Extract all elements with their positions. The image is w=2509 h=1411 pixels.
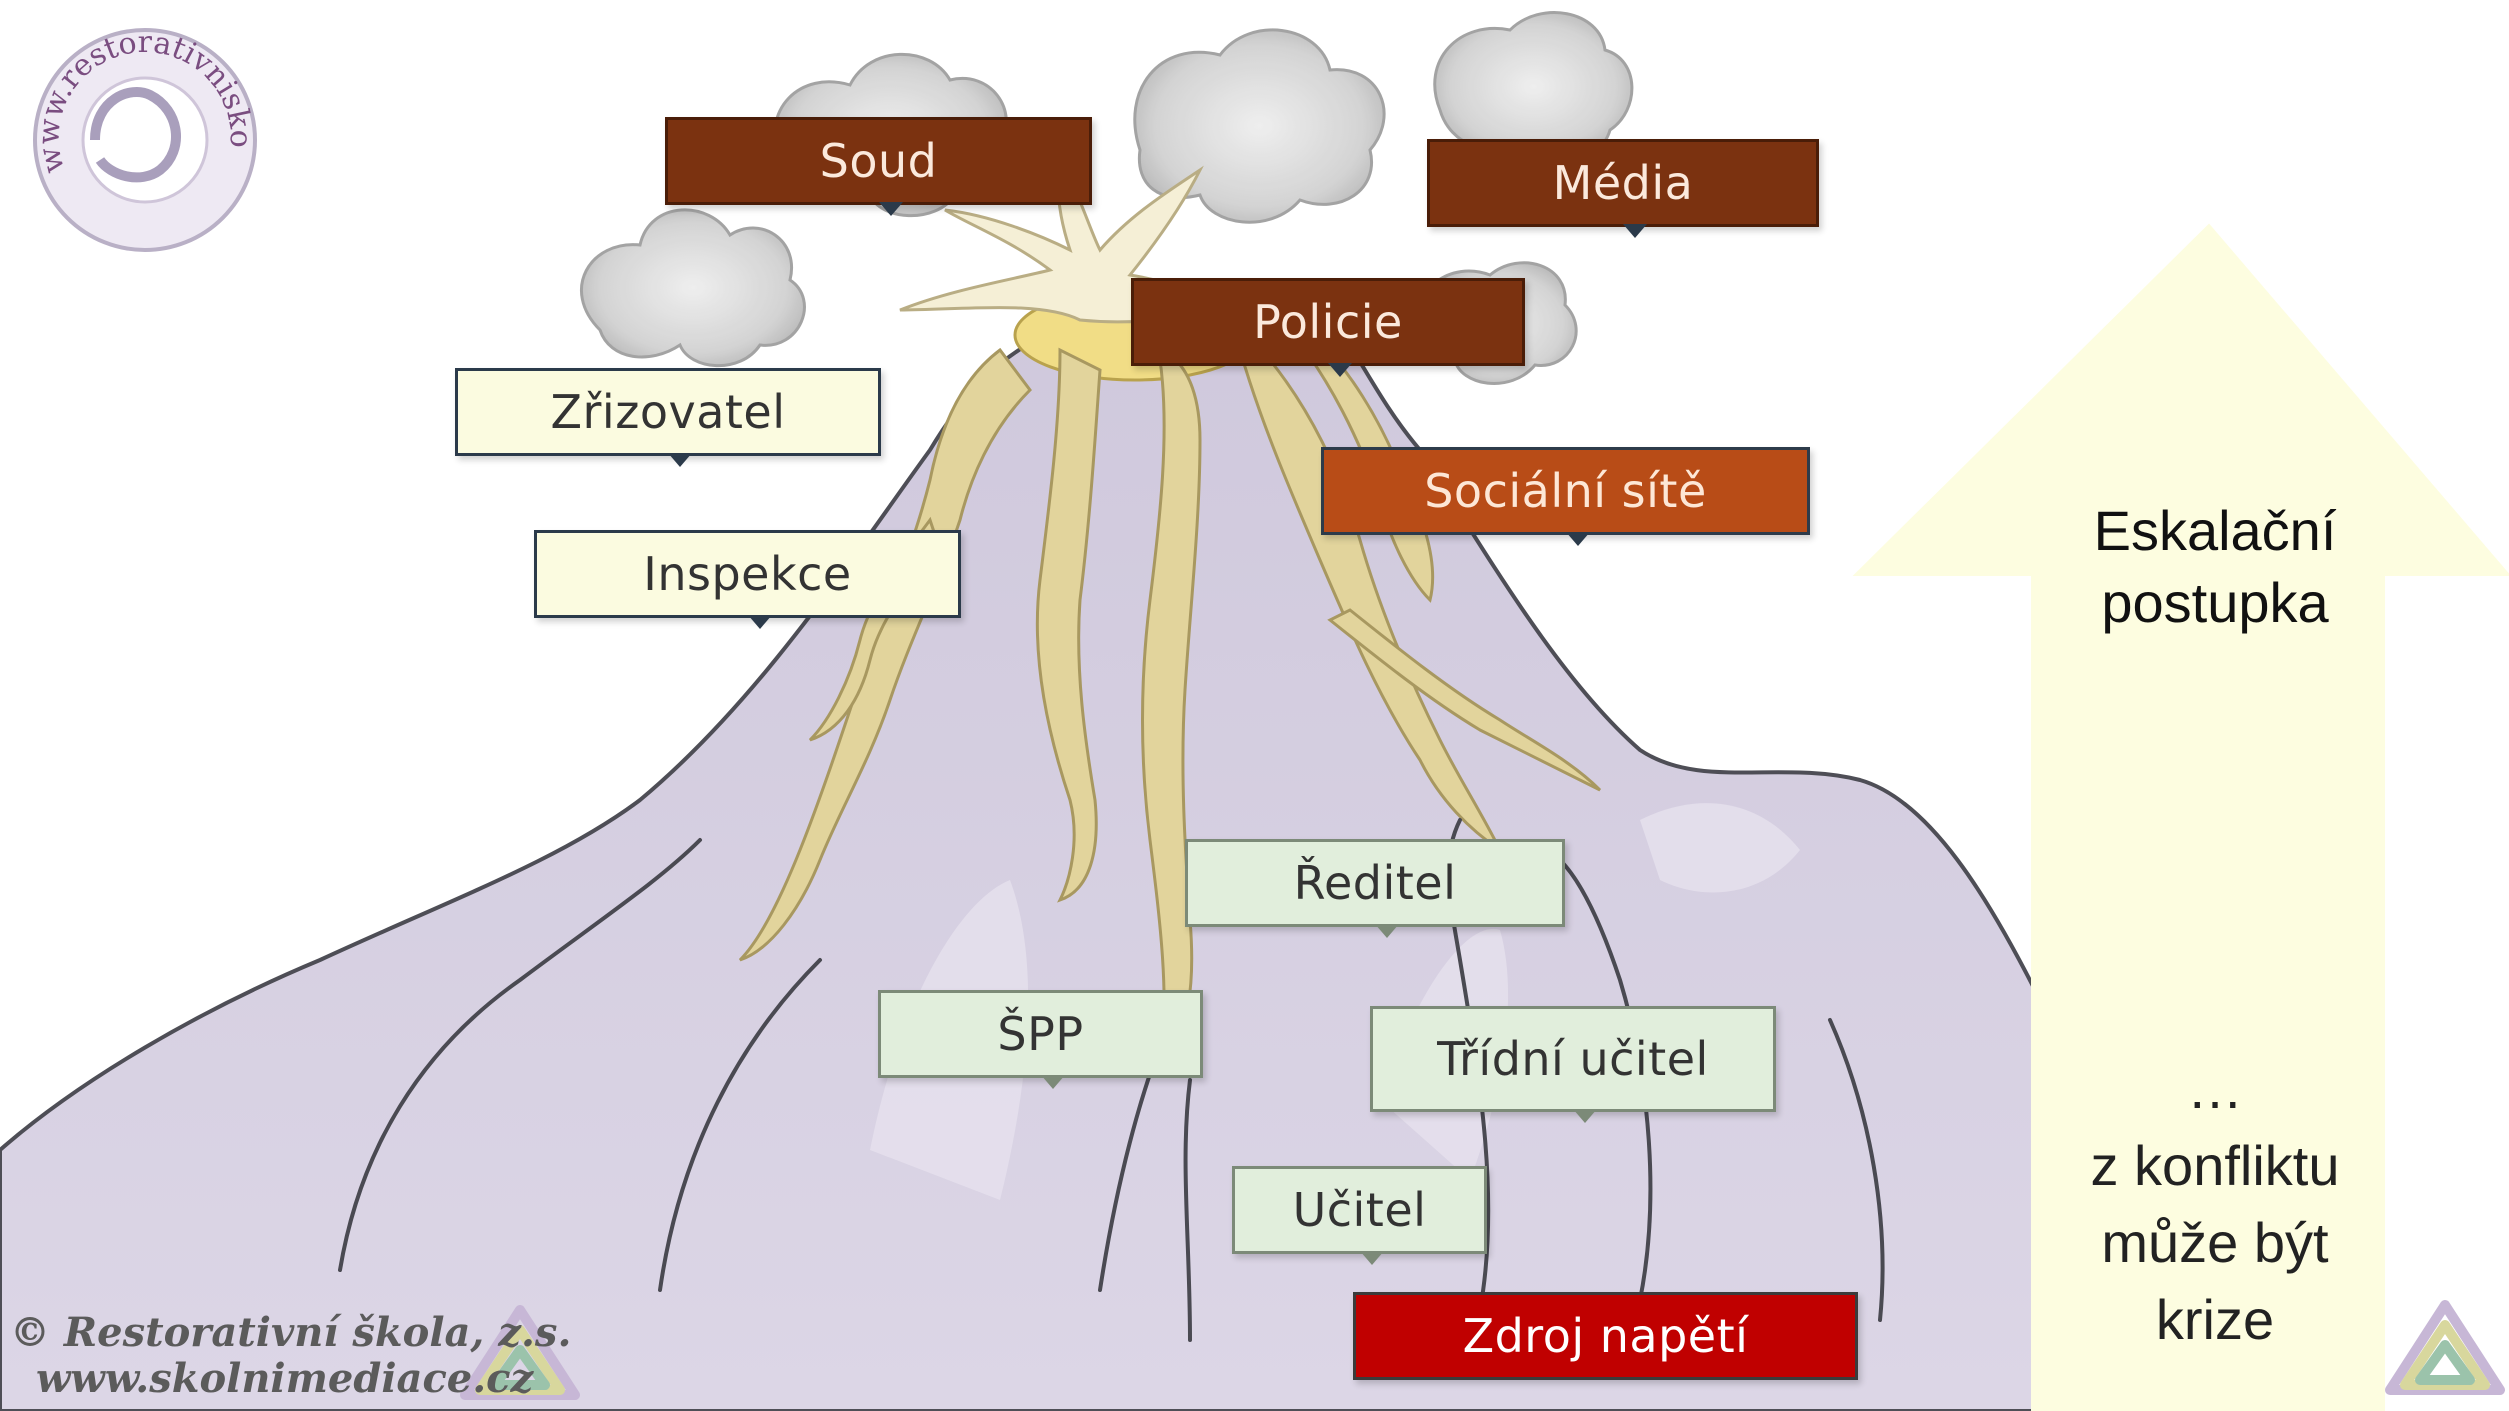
copyright-line1: © Restorativní škola, z.s.	[10, 1309, 572, 1356]
label-zrizovatel: Zřizovatel	[455, 368, 881, 467]
label-policie-text: Policie	[1253, 295, 1403, 349]
arrow-bottom-line1: …	[2187, 1057, 2243, 1120]
label-socialni-site: Sociální sítě	[1321, 447, 1810, 546]
triangle-logo-bottom-left	[460, 1305, 580, 1400]
label-ucitel: Učitel	[1232, 1166, 1487, 1265]
label-soud: Soud	[665, 117, 1092, 216]
label-reditel: Ředitel	[1185, 839, 1565, 938]
label-media-text: Média	[1552, 156, 1694, 210]
label-socialni-site-text: Sociální sítě	[1424, 464, 1707, 518]
label-spp: ŠPP	[878, 990, 1203, 1089]
volcano-cracks	[338, 818, 1885, 1342]
arrow-bottom-text: … z konfliktu může být krize	[2050, 1050, 2380, 1358]
label-inspekce-text: Inspekce	[643, 547, 852, 601]
label-policie: Policie	[1131, 278, 1525, 377]
label-spp-text: ŠPP	[997, 1007, 1084, 1061]
label-tridni-ucitel-text: Třídní učitel	[1437, 1032, 1709, 1086]
arrow-title-line2: postupka	[2101, 571, 2329, 634]
logo-ring: www.restorativniskola.cz	[0, 0, 258, 252]
label-media: Média	[1427, 139, 1819, 238]
label-ucitel-text: Učitel	[1292, 1183, 1427, 1237]
copyright: © Restorativní škola, z.s. www.skolnimed…	[10, 1310, 571, 1402]
label-zdroj-napeti-text: Zdroj napětí	[1462, 1309, 1749, 1363]
arrow-bottom-line3: může být	[2101, 1211, 2329, 1274]
copyright-line2: www.skolnimediace.cz	[36, 1355, 534, 1402]
arrow-title: Eskalační postupka	[2080, 495, 2350, 639]
arrow-bottom-line2: z konfliktu	[2090, 1134, 2340, 1197]
label-inspekce: Inspekce	[534, 530, 961, 629]
label-reditel-text: Ředitel	[1293, 856, 1457, 910]
triangle-logo-bottom-right	[2385, 1300, 2505, 1395]
escalation-arrow	[1852, 223, 2509, 1411]
label-zrizovatel-text: Zřizovatel	[550, 385, 786, 439]
label-tridni-ucitel: Třídní učitel	[1370, 1006, 1776, 1123]
label-zdroj-napeti: Zdroj napětí	[1353, 1292, 1858, 1380]
arrow-bottom-line4: krize	[2155, 1288, 2275, 1351]
arrow-title-line1: Eskalační	[2093, 499, 2337, 562]
label-soud-text: Soud	[819, 134, 938, 188]
